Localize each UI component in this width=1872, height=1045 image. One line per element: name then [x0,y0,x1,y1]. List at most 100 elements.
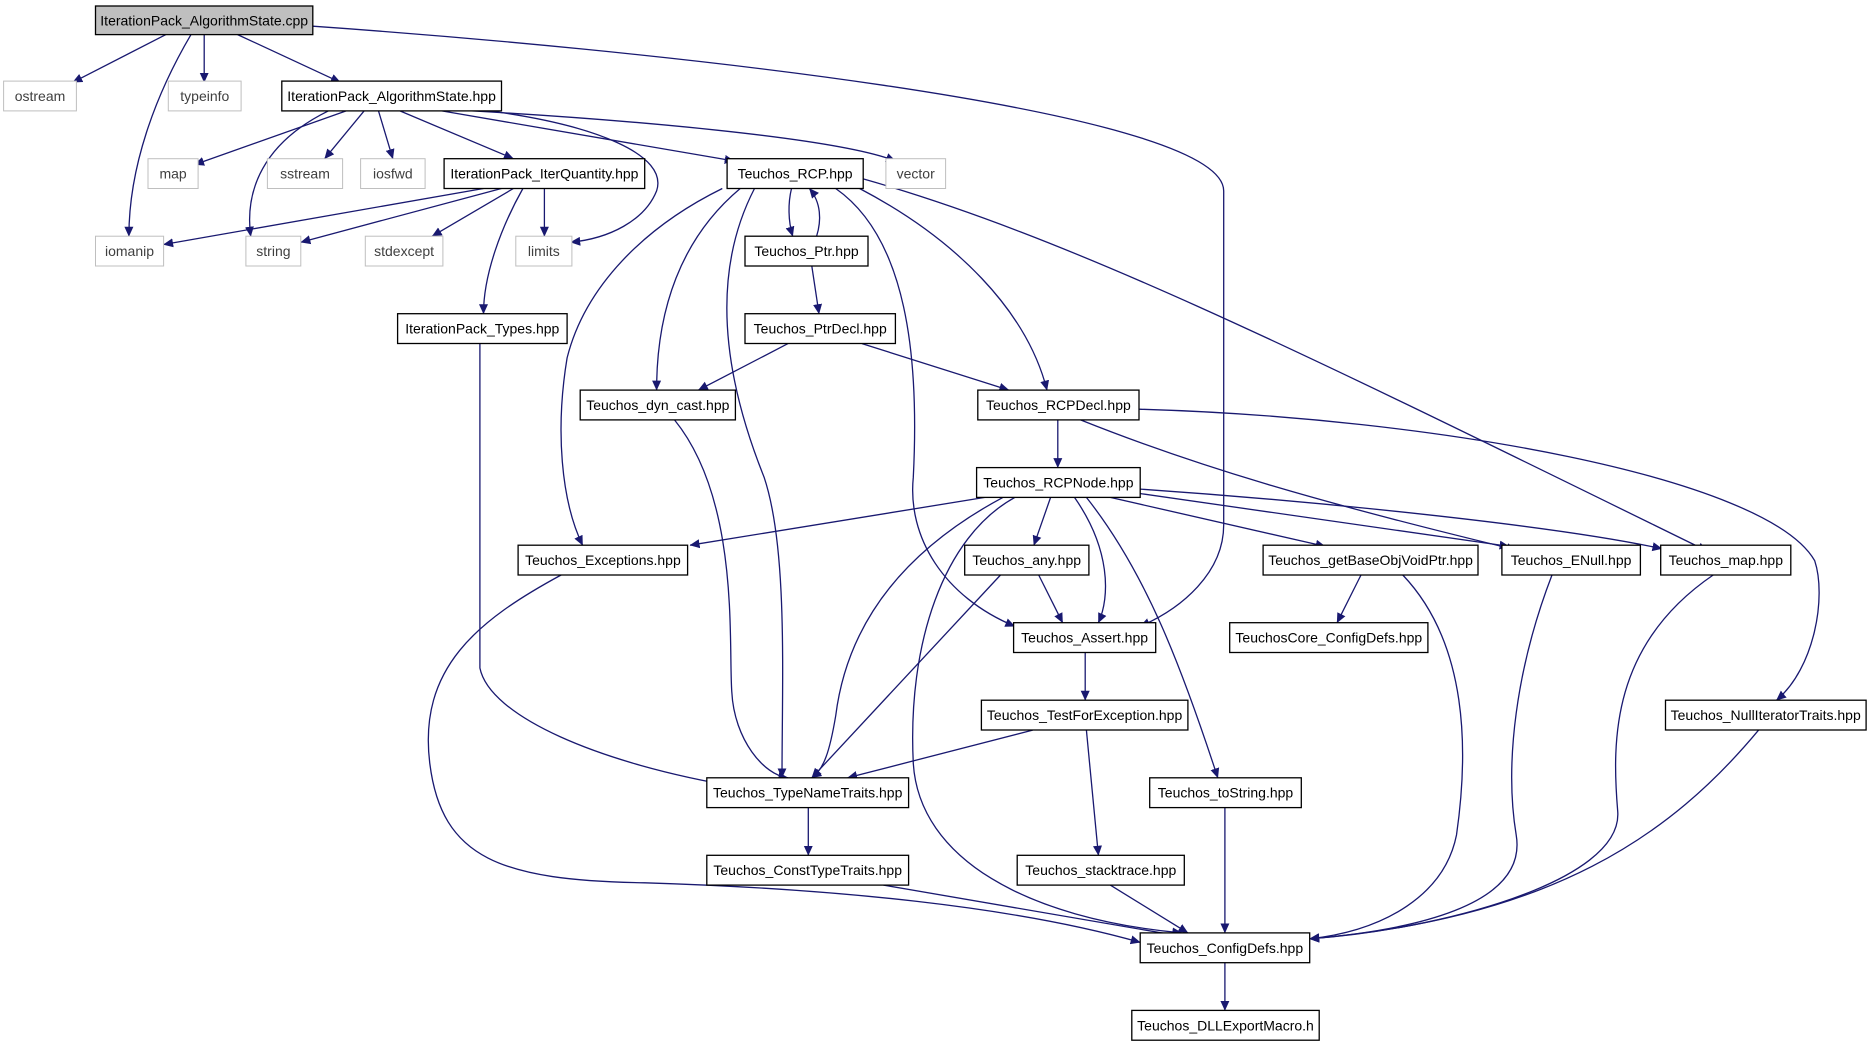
node-typename[interactable]: Teuchos_TypeNameTraits.hpp [706,777,910,809]
node-ptr[interactable]: Teuchos_Ptr.hpp [744,235,869,267]
node-box [726,158,864,190]
edge-getbase-to-coreconfig [1336,574,1362,624]
node-testexc[interactable]: Teuchos_TestForException.hpp [980,699,1189,731]
node-label: Teuchos_TestForException.hpp [987,707,1183,723]
node-label: Teuchos_any.hpp [972,552,1081,568]
edge-rcpnode-to-enull [1134,492,1510,550]
node-box [1664,699,1867,731]
node-map: map [147,158,199,189]
edge-any-to-assert [1038,574,1064,624]
node-label: Teuchos_Exceptions.hpp [525,552,681,568]
edge-testexc-to-typename [847,729,1033,780]
node-any[interactable]: Teuchos_any.hpp [964,544,1090,576]
node-label: Teuchos_stacktrace.hpp [1025,862,1176,878]
edge-rcpnode-to-typename [811,496,1004,779]
node-vector: vector [885,158,947,189]
node-box [360,158,426,189]
node-label: Teuchos_PtrDecl.hpp [754,321,887,337]
node-label: Teuchos_TypeNameTraits.hpp [713,785,903,801]
node-label: Teuchos_ConstTypeTraits.hpp [713,862,902,878]
node-tostring[interactable]: Teuchos_toString.hpp [1149,777,1302,809]
edge-rcp-to-tmap [863,178,1708,552]
node-label: stdexcept [374,243,434,259]
node-box [1149,777,1302,809]
edge-ptr-to-ptrdecl [811,265,823,315]
node-tmap[interactable]: Teuchos_map.hpp [1660,544,1792,576]
node-configdefs[interactable]: Teuchos_ConfigDefs.hpp [1139,932,1311,964]
node-consttype[interactable]: Teuchos_ConstTypeTraits.hpp [706,854,910,886]
edge-ptr-to-rcp [808,188,821,237]
edge-dyncast-to-typename [673,419,789,782]
node-box [579,389,737,421]
edge-algstate_hpp-to-sstream [324,110,365,160]
node-root[interactable]: IterationPack_AlgorithmState.cpp [94,5,314,36]
edge-algstate_hpp-to-iosfwd [377,110,395,160]
node-label: Teuchos_map.hpp [1669,552,1784,568]
node-label: Teuchos_RCPNode.hpp [983,475,1133,491]
edge-iterqty-to-iomanip [163,187,484,248]
node-dllexport[interactable]: Teuchos_DLLExportMacro.h [1131,1009,1320,1041]
node-label: map [159,166,186,182]
node-typeinfo: typeinfo [167,80,242,112]
node-label: vector [897,166,935,182]
node-exceptions[interactable]: Teuchos_Exceptions.hpp [517,544,689,576]
node-box [364,235,444,267]
node-label: Teuchos_dyn_cast.hpp [586,397,729,413]
node-rcp[interactable]: Teuchos_RCP.hpp [726,158,864,190]
node-enull[interactable]: Teuchos_ENull.hpp [1501,544,1642,576]
node-label: IterationPack_IterQuantity.hpp [450,166,638,182]
node-box [167,80,242,112]
edge-rcpnode-to-exceptions [689,496,986,549]
node-box [977,389,1140,421]
node-box [245,235,302,267]
edge-iterqty-to-itertypes [479,188,524,315]
node-rcpdecl[interactable]: Teuchos_RCPDecl.hpp [977,389,1140,421]
node-itertypes[interactable]: IterationPack_Types.hpp [396,313,568,345]
edge-root-to-algstate_hpp [237,34,341,83]
node-coreconfig[interactable]: TeuchosCore_ConfigDefs.hpp [1229,622,1429,654]
node-box [1660,544,1792,576]
node-algstate_hpp[interactable]: IterationPack_AlgorithmState.hpp [281,80,503,112]
node-box [1501,544,1642,576]
edge-iterqty-to-stdexcept [431,187,514,237]
node-ptrdecl[interactable]: Teuchos_PtrDecl.hpp [744,313,897,345]
node-label: IterationPack_Types.hpp [405,321,559,337]
edge-getbase-to-configdefs [1309,574,1464,943]
edge-any-to-typename [811,574,1001,779]
node-box [147,158,199,189]
edge-testexc-to-stacktrace [1085,730,1102,856]
node-box [443,158,646,190]
node-ostream: ostream [3,80,77,112]
node-label: string [256,243,290,259]
node-dyncast[interactable]: Teuchos_dyn_cast.hpp [579,389,737,421]
edge-algstate_hpp-to-rcp [441,110,735,164]
node-label: typeinfo [180,88,229,104]
edge-rcp-to-assert [835,187,1016,627]
node-assert[interactable]: Teuchos_Assert.hpp [1012,622,1157,654]
edge-rcpdecl-to-nulliter [1138,408,1820,701]
node-box [517,544,689,576]
edge-rcpnode-to-tostring [1085,496,1220,779]
node-rcpnode[interactable]: Teuchos_RCPNode.hpp [975,466,1141,499]
edge-ptrdecl-to-dyncast [697,343,789,391]
edge-algstate_hpp-to-iterqty [399,110,514,160]
node-label: Teuchos_getBaseObjVoidPtr.hpp [1268,552,1473,568]
node-box [706,854,910,886]
node-box [515,235,573,267]
node-stacktrace[interactable]: Teuchos_stacktrace.hpp [1016,854,1185,886]
node-iterqty[interactable]: IterationPack_IterQuantity.hpp [443,158,646,190]
edge-rcpnode-to-getbase [1110,496,1326,549]
node-box [1012,622,1157,654]
node-nulliter[interactable]: Teuchos_NullIteratorTraits.hpp [1664,699,1867,731]
edge-rcp-to-dyncast [652,188,741,391]
node-label: TeuchosCore_ConfigDefs.hpp [1235,630,1422,646]
node-getbase[interactable]: Teuchos_getBaseObjVoidPtr.hpp [1262,544,1479,576]
node-label: Teuchos_NullIteratorTraits.hpp [1671,707,1861,723]
edge-rcp-to-typename [726,188,787,779]
node-box [95,235,165,267]
node-limits: limits [515,235,573,267]
node-box [1229,622,1429,654]
node-label: IterationPack_AlgorithmState.cpp [100,12,308,28]
node-iomanip: iomanip [95,235,165,267]
